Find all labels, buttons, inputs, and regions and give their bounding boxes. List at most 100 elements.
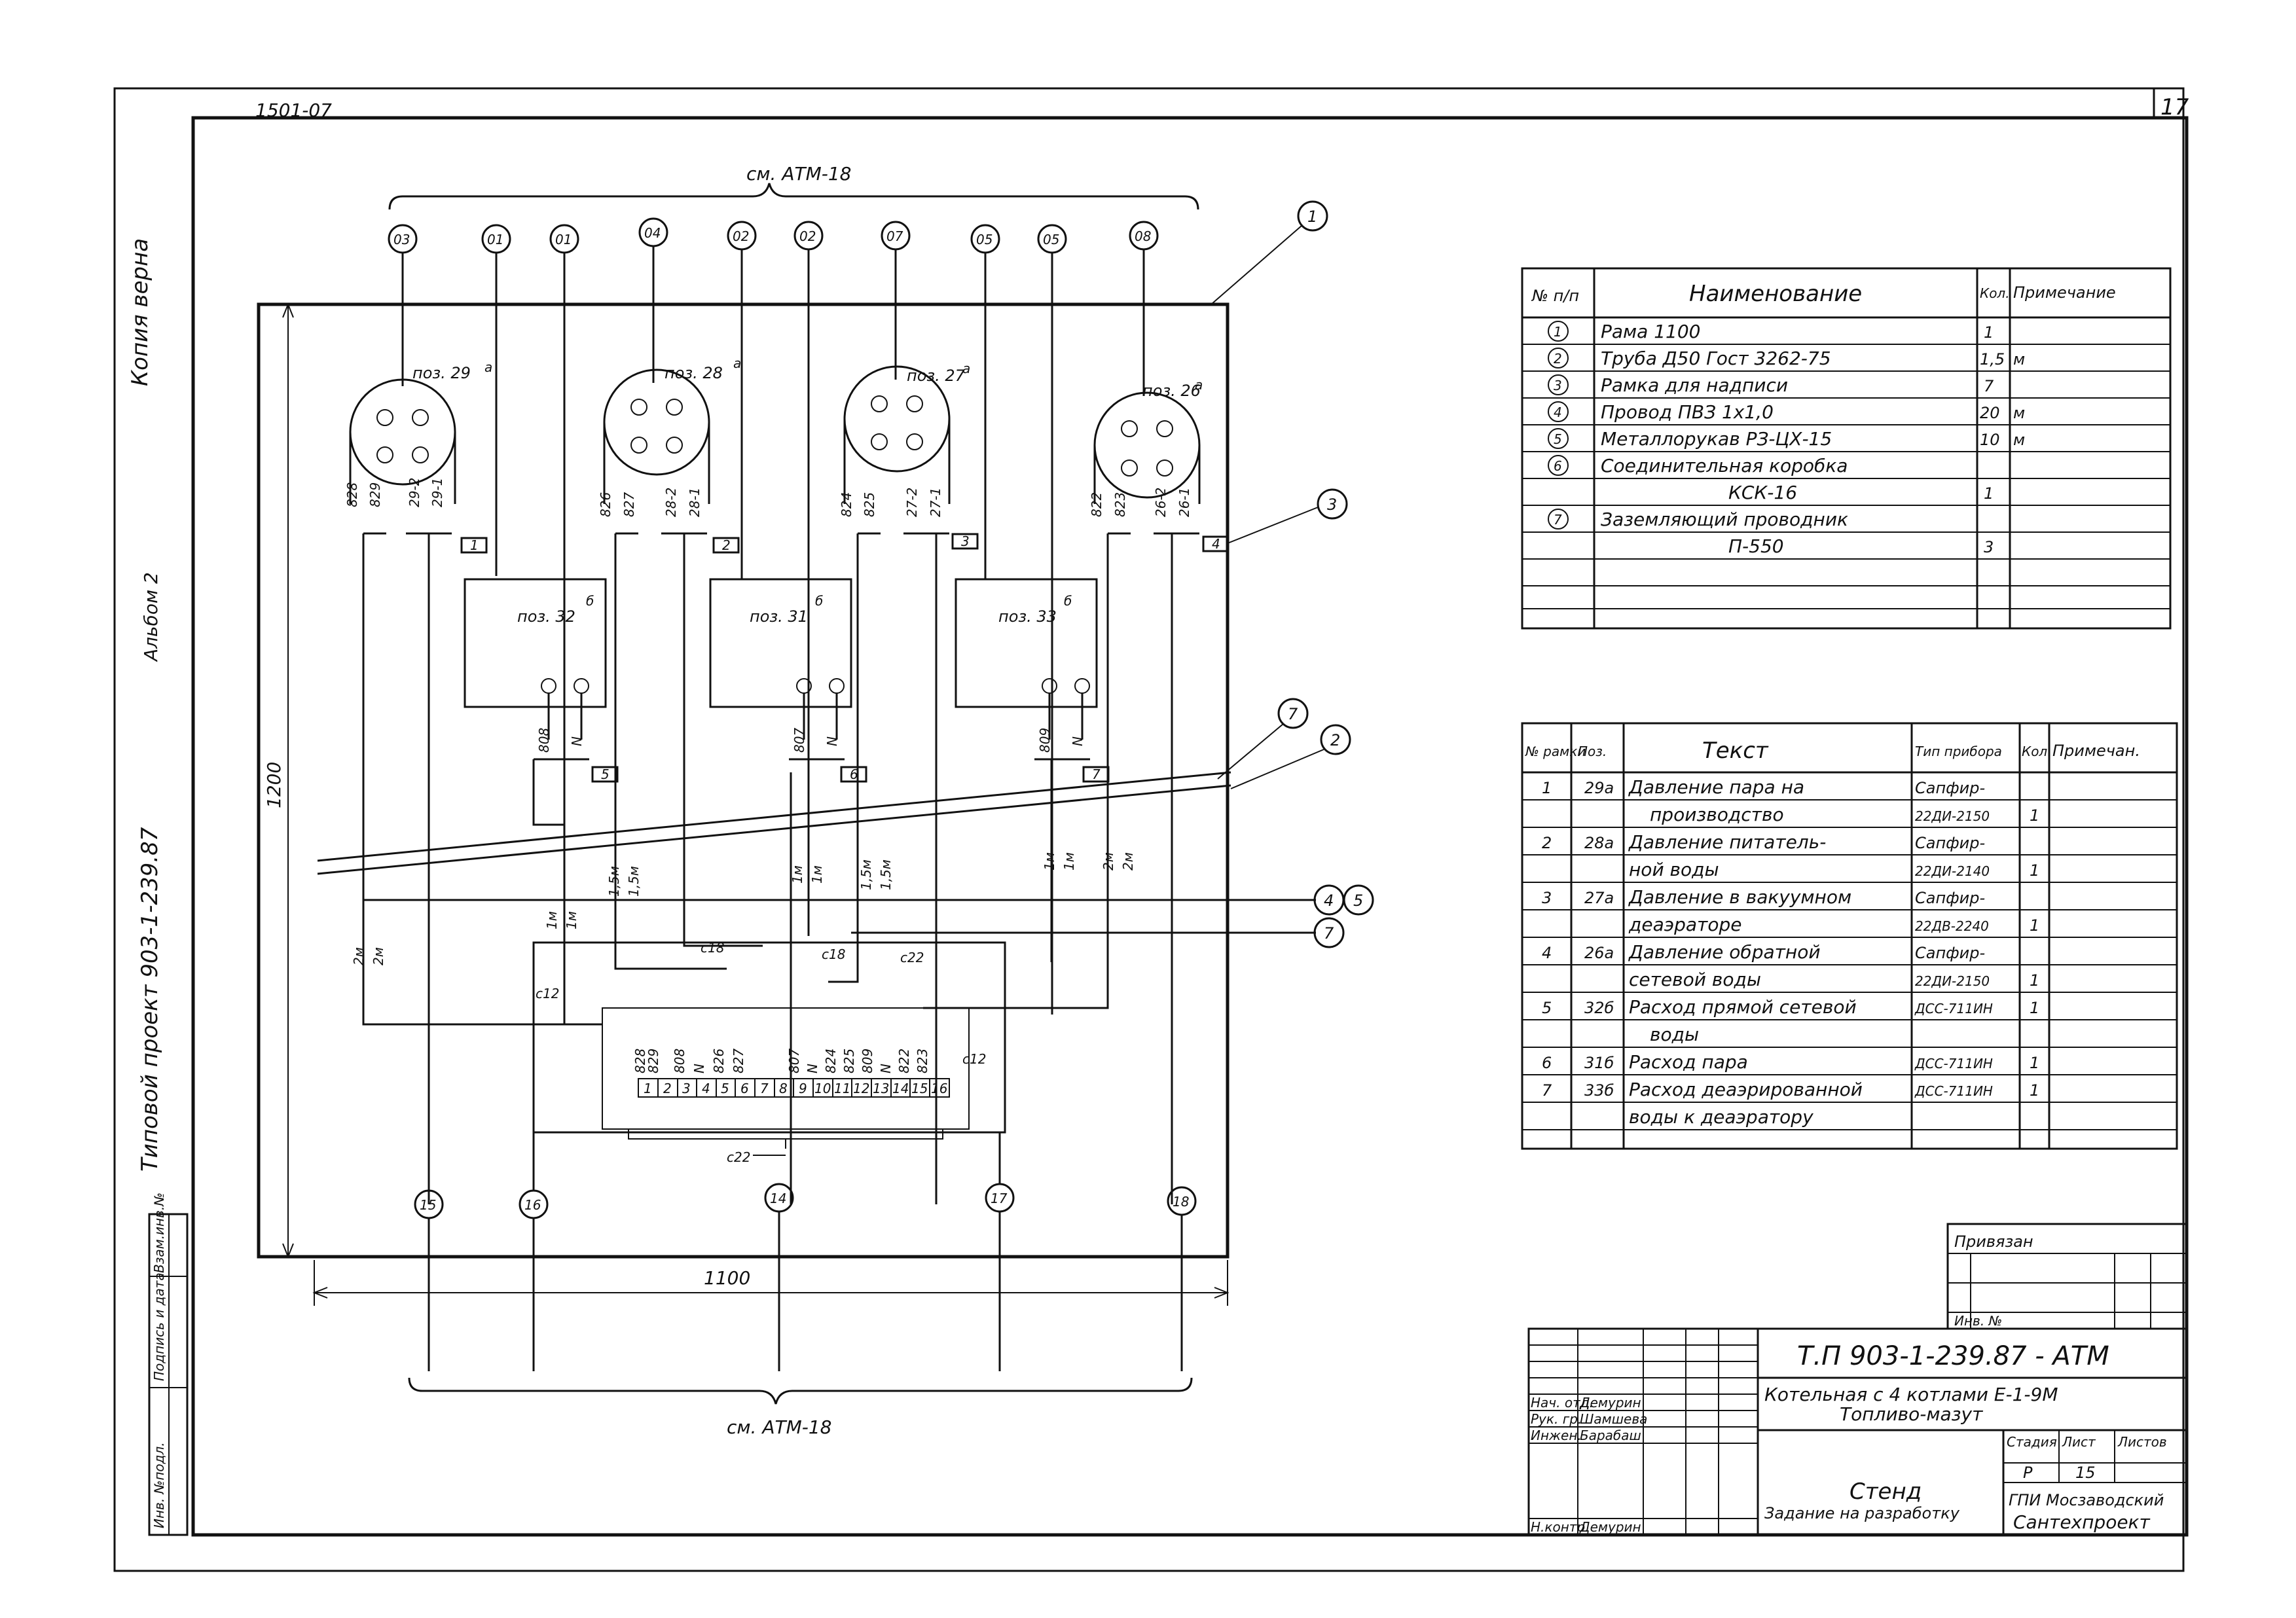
inner-frame <box>191 116 2189 1537</box>
svg-text:3: 3 <box>1554 378 1562 393</box>
sheet-label: Лист <box>2062 1434 2096 1450</box>
svg-text:22ДИ-2150: 22ДИ-2150 <box>1915 808 1990 824</box>
svg-text:N: N <box>878 1064 894 1073</box>
svg-text:1м: 1м <box>1042 852 1057 871</box>
svg-text:4: 4 <box>702 1081 710 1096</box>
top-cable-10: 08 <box>1129 221 1159 396</box>
callout-4: 4 <box>1313 884 1345 916</box>
role-control: Н.контр. <box>1531 1519 1590 1535</box>
svg-text:5: 5 <box>601 766 610 782</box>
svg-text:28а: 28а <box>1584 834 1614 852</box>
svg-text:N: N <box>1070 736 1085 746</box>
role-engineer: Инжен. <box>1531 1428 1582 1443</box>
svg-text:Расход деаэрированной: Расход деаэрированной <box>1629 1079 1863 1100</box>
svg-text:2м: 2м <box>1120 852 1136 871</box>
svg-text:5: 5 <box>1542 999 1552 1017</box>
svg-text:33б: 33б <box>1584 1081 1614 1100</box>
svg-text:1м: 1м <box>544 911 560 929</box>
callout-5: 5 <box>1343 884 1374 916</box>
bottom-cable-17: 17 <box>985 1132 1015 1371</box>
svg-text:807: 807 <box>792 728 807 753</box>
svg-text:1: 1 <box>2030 1054 2039 1072</box>
svg-text:а: а <box>484 359 492 375</box>
svg-text:1,5м: 1,5м <box>878 859 894 890</box>
stamp-replace-label: Взам.инв.№ <box>151 1193 167 1273</box>
instrument-27a: поз. 27 а 824 825 27-2 27-1 3 <box>839 361 979 550</box>
svg-text:N: N <box>691 1064 707 1073</box>
svg-text:1: 1 <box>2030 806 2039 825</box>
top-cable-8: 05 <box>970 224 1000 579</box>
svg-text:деаэраторе: деаэраторе <box>1628 914 1741 935</box>
dim-height: 1200 <box>263 302 327 1259</box>
svg-text:4: 4 <box>1542 944 1552 962</box>
instrument-29a-pos: поз. 29 <box>412 364 471 382</box>
svg-text:826: 826 <box>711 1049 727 1073</box>
svg-text:26-1: 26-1 <box>1176 488 1192 517</box>
svg-text:1,5м: 1,5м <box>858 859 874 890</box>
transmitter-32b-pos: поз. 32 <box>517 607 575 626</box>
svg-text:сетевой воды: сетевой воды <box>1629 969 1761 990</box>
svg-text:20: 20 <box>1980 404 2000 422</box>
name-head: Демурин <box>1579 1395 1641 1411</box>
svg-text:15: 15 <box>420 1197 436 1213</box>
wire-runs <box>362 533 1173 1204</box>
svg-text:27-2: 27-2 <box>904 488 920 517</box>
stamp-sign-label: Подпись и дата <box>151 1272 167 1381</box>
fuel-name: Топливо-мазут <box>1840 1403 1983 1425</box>
svg-text:1: 1 <box>2030 861 2039 880</box>
sheets-label: Листов <box>2117 1434 2167 1450</box>
instrument-27a-pos: поз. 27 <box>907 367 966 385</box>
svg-text:ДСС-711ИН: ДСС-711ИН <box>1914 1001 1993 1016</box>
svg-text:825: 825 <box>862 492 877 517</box>
svg-text:2м: 2м <box>351 947 367 965</box>
junction-box: с18 с18 с22 с12 с12 с22 <box>532 940 1006 1165</box>
svg-text:14: 14 <box>892 1081 909 1096</box>
svg-text:1,5м: 1,5м <box>626 866 642 897</box>
svg-text:02: 02 <box>799 228 816 244</box>
svg-text:22ДВ-2240: 22ДВ-2240 <box>1915 918 1989 934</box>
svg-text:1: 1 <box>470 537 479 553</box>
svg-text:2: 2 <box>1330 731 1340 749</box>
svg-text:ДСС-711ИН: ДСС-711ИН <box>1914 1083 1993 1099</box>
svg-text:809: 809 <box>1037 728 1053 753</box>
svg-text:воды: воды <box>1650 1024 1699 1045</box>
object-name: Котельная с 4 котлами Е-1-9М <box>1764 1384 2058 1405</box>
top-cable-6: 02 <box>793 221 824 936</box>
svg-text:825: 825 <box>841 1049 857 1073</box>
svg-text:6: 6 <box>740 1081 749 1096</box>
svg-text:3: 3 <box>682 1081 691 1096</box>
svg-text:1: 1 <box>2030 1081 2039 1100</box>
svg-text:П-550: П-550 <box>1728 535 1784 557</box>
name-engineer: Барабаш <box>1580 1428 1641 1443</box>
dim-height-value: 1200 <box>263 762 285 808</box>
svg-text:16: 16 <box>524 1197 541 1213</box>
name-control: Демурин <box>1579 1519 1641 1535</box>
svg-text:2: 2 <box>663 1081 672 1096</box>
label-table: № рамки Поз. Текст Тип прибора Кол. Прим… <box>1521 722 2178 1150</box>
svg-text:823: 823 <box>1112 492 1128 517</box>
transmitter-32b: поз. 32 б 808 N 5 <box>464 578 619 783</box>
binding-label: Привязан <box>1954 1232 2033 1251</box>
svg-text:с22: с22 <box>900 950 924 965</box>
name-lead: Шамшева <box>1580 1411 1647 1427</box>
org-line-1: ГПИ Мосзаводский <box>2009 1491 2164 1509</box>
svg-text:12: 12 <box>853 1081 869 1096</box>
svg-text:б: б <box>1064 593 1072 609</box>
project-note: Типовой проект 903-1-239.87 <box>137 827 163 1172</box>
svg-text:6: 6 <box>850 766 858 782</box>
svg-text:с22: с22 <box>727 1149 750 1165</box>
svg-text:824: 824 <box>823 1049 839 1073</box>
svg-text:16: 16 <box>931 1081 947 1096</box>
svg-text:829: 829 <box>367 482 383 507</box>
label-header-type: Тип прибора <box>1915 744 2002 759</box>
instrument-28a: поз. 28 а 826 827 28-2 28-1 2 <box>598 355 741 554</box>
label-header-pos: Поз. <box>1578 744 1607 759</box>
